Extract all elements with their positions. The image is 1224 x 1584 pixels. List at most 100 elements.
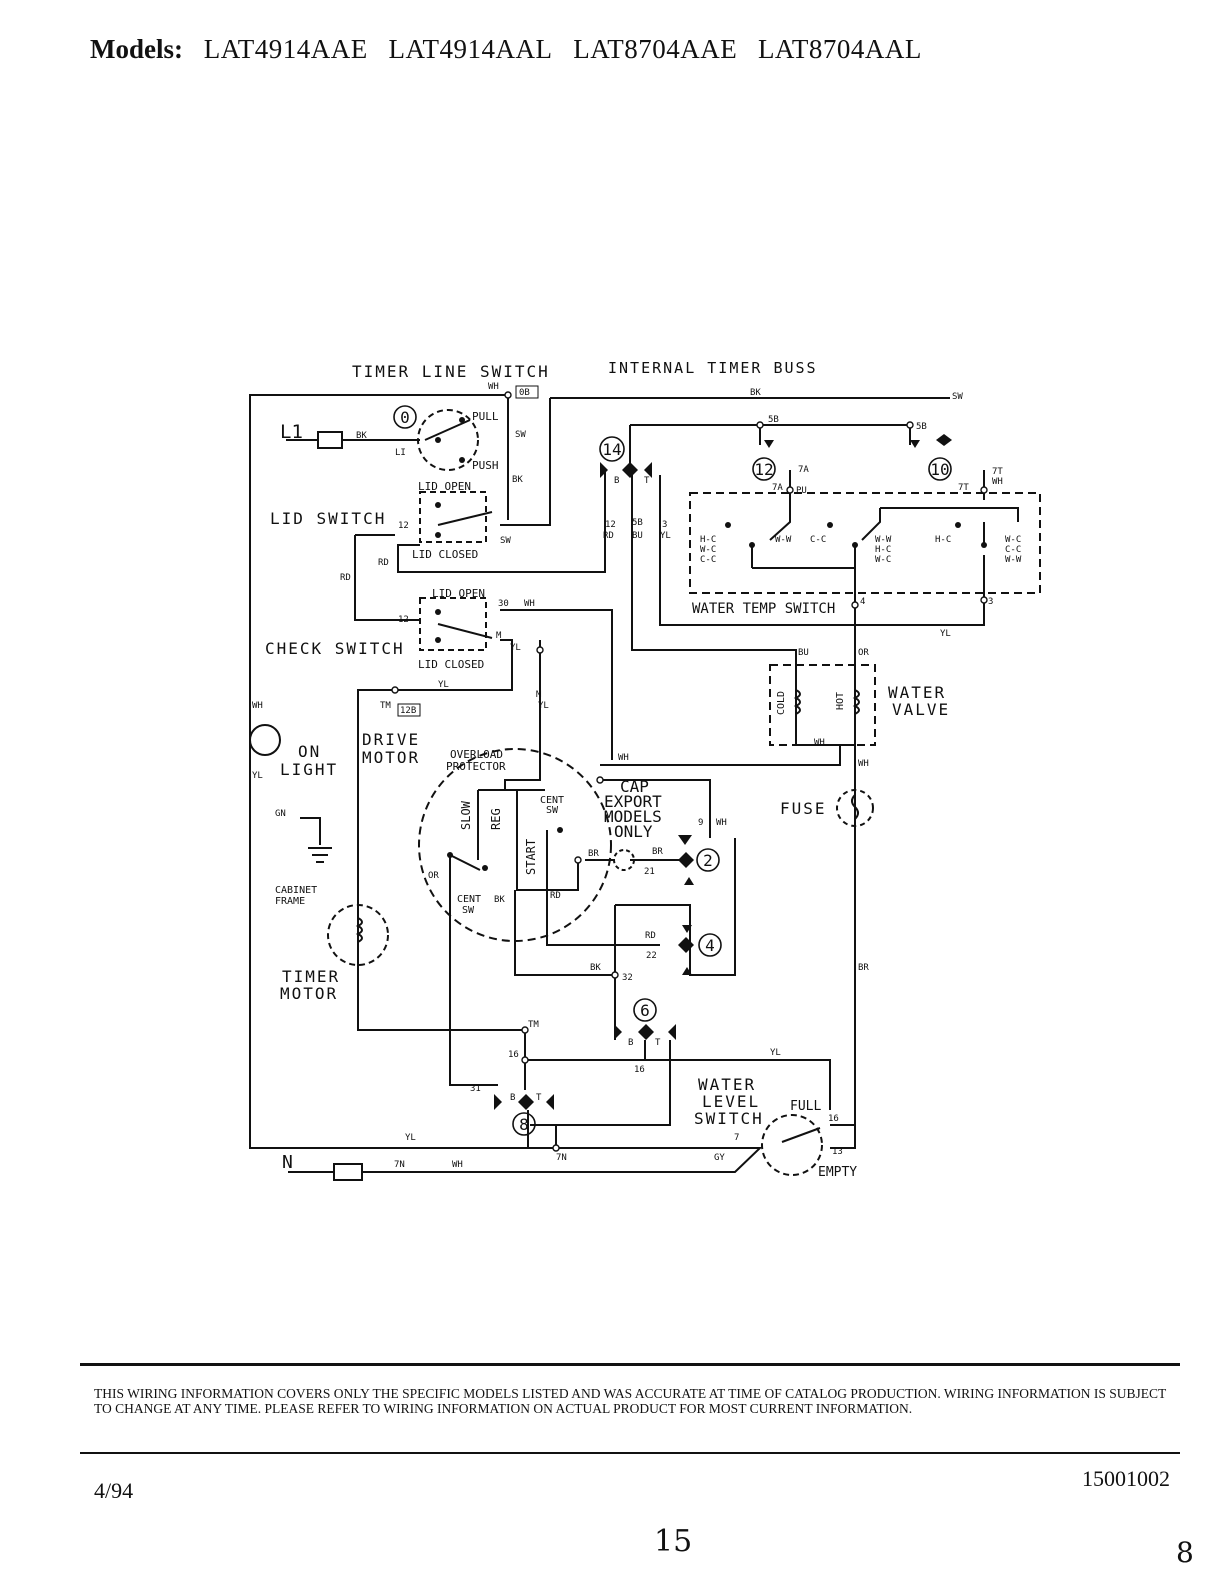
components [249, 409, 874, 1181]
footer-rule-thin [80, 1452, 1180, 1454]
wire-label: BR [858, 963, 869, 973]
temp-position: W-C [700, 545, 716, 555]
start-label: START [524, 839, 538, 875]
cam-circles [393, 405, 952, 1136]
full-label: FULL [790, 1099, 821, 1114]
cap-note: EXPORT [604, 792, 662, 811]
terminal-label: 4 [860, 597, 865, 607]
wire-label: GY [714, 1153, 725, 1163]
wire-label: B [628, 1038, 633, 1048]
wire-label: BU [798, 648, 809, 658]
terminal-label: 7T [992, 467, 1003, 477]
wire-label: WH [618, 753, 629, 763]
l1-connector [317, 431, 343, 449]
temp-position: W-C [875, 555, 891, 565]
cold-coil [793, 689, 801, 715]
wire-label: BK [494, 895, 505, 905]
terminal-label: 16 [828, 1114, 839, 1124]
cam-number: 0 [400, 408, 410, 427]
wire-label: YL [510, 643, 521, 653]
models-header: Models: LAT4914AAE LAT4914AAL LAT8704AAE… [90, 34, 936, 65]
cap-note: MODELS [604, 807, 662, 826]
cam-number: 12 [754, 460, 773, 479]
cabinet-frame-label: CABINET [275, 885, 317, 896]
models-label: Models: [90, 34, 183, 64]
temp-position: W-W [1005, 555, 1022, 565]
fuse-circle [836, 789, 874, 827]
cold-label: COLD [776, 691, 787, 715]
on-light-label: ON [298, 742, 321, 761]
wire-color-labels: BK BK BK WH WH WH WH WH WH WH WH WH YL Y… [252, 382, 1003, 1170]
wire-label: YL [940, 629, 951, 639]
cam-number: 6 [640, 1001, 650, 1020]
terminal-label: 5B [768, 415, 779, 425]
temp-position: W-C [1005, 535, 1021, 545]
wire-label: OR [428, 871, 439, 881]
terminal-label: 7A [772, 483, 783, 493]
wire-label: WH [992, 477, 1003, 487]
cent-sw-label: CENT [457, 894, 481, 905]
terminal-label: 12B [400, 706, 416, 716]
terminal-label: 32 [622, 973, 633, 983]
handwritten-corner-mark: 8 [1176, 1536, 1194, 1569]
wire-label: TM [380, 701, 391, 711]
on-light-label: LIGHT [280, 760, 338, 779]
ground-icon [300, 817, 332, 863]
terminal-label: 22 [646, 951, 657, 961]
fuse-element [851, 794, 859, 820]
cam-number: 8 [519, 1115, 529, 1134]
temp-position: W-W [775, 535, 792, 545]
drive-motor-circle [418, 748, 612, 942]
wire-label: M [536, 690, 542, 700]
wire-label: RD [340, 573, 351, 583]
slow-label: SLOW [459, 800, 473, 830]
water-level-switch-label: SWITCH [694, 1109, 764, 1128]
temp-position: C-C [700, 555, 716, 565]
wire-label: GN [275, 809, 286, 819]
water-temp-switch-label: WATER TEMP SWITCH [692, 601, 835, 617]
lid-switch-box [419, 491, 487, 543]
wire-label: T [644, 476, 650, 486]
wire-label: BK [512, 475, 523, 485]
temp-position-labels: H-C W-C C-C W-W C-C W-W H-C W-C H-C W-C … [700, 535, 1022, 565]
terminal-dots [391, 391, 988, 1152]
l1-label: L1 [280, 421, 303, 443]
water-level-switch-circle [761, 1114, 823, 1176]
wire-label: YL [660, 531, 671, 541]
terminal-label: 7T [958, 483, 969, 493]
document-number: 15001002 [1082, 1466, 1170, 1491]
wire-label: T [536, 1093, 542, 1103]
timer-motor-circle [327, 904, 389, 966]
wire-label: YL [252, 771, 263, 781]
footer-rule-thick [80, 1363, 1180, 1366]
lid-switch-label: LID SWITCH [270, 509, 386, 528]
revision-date: 4/94 [94, 1478, 134, 1503]
drive-motor-label: MOTOR [362, 748, 420, 767]
model-number: LAT8704AAL [757, 34, 922, 64]
wire-label: WH [524, 599, 535, 609]
pull-label: PULL [472, 410, 499, 423]
hot-label: HOT [835, 692, 846, 710]
on-light-icon [249, 724, 281, 756]
water-level-switch-label: LEVEL [702, 1092, 760, 1111]
wire-label: OR [858, 648, 869, 658]
cam-number: 14 [602, 440, 621, 459]
wire-label: RD [378, 558, 389, 568]
wire-label: SW [952, 392, 963, 402]
check-switch-label: CHECK SWITCH [265, 639, 405, 658]
cent-sw-label: CENT [540, 795, 564, 806]
wire-label: SW [500, 536, 511, 546]
overload-protector-label: OVERLOAD [450, 748, 503, 761]
wire-label: YL [538, 701, 549, 711]
temp-position: H-C [700, 535, 716, 545]
timer-motor-coil [355, 917, 363, 943]
cam-number: 10 [930, 460, 949, 479]
lid-closed-label: LID CLOSED [412, 548, 478, 561]
terminal-label: 9 [698, 818, 703, 828]
cap-note: ONLY [614, 822, 653, 841]
temp-position: C-C [1005, 545, 1021, 555]
wire-label: SW [515, 430, 526, 440]
drive-motor-label: DRIVE [362, 730, 420, 749]
disclaimer-text: THIS WIRING INFORMATION COVERS ONLY THE … [94, 1386, 1167, 1416]
